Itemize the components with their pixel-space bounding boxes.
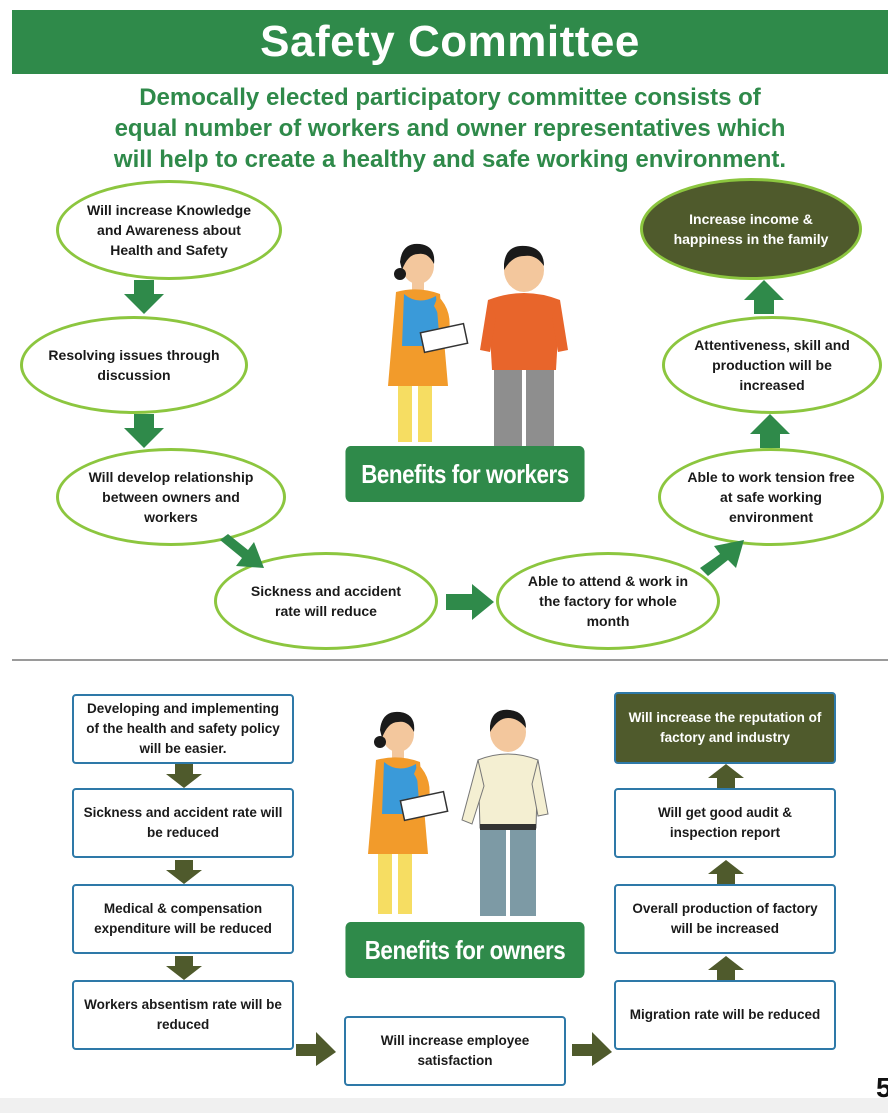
owners-step-absentism: Workers absentism rate will be reduced xyxy=(72,980,294,1050)
up-arrow-icon xyxy=(750,414,790,448)
right-arrow-icon xyxy=(446,584,494,620)
benefits-for-owners-banner: Benefits for owners xyxy=(345,922,585,978)
page-number: 5 xyxy=(876,1072,888,1103)
owners-step-audit: Will get good audit & inspection report xyxy=(614,788,836,858)
down-arrow-icon xyxy=(124,280,164,314)
workers-step-resolving-issues: Resolving issues through discussion xyxy=(20,316,248,414)
up-arrow-icon xyxy=(744,280,784,314)
owners-step-policy: Developing and implementing of the healt… xyxy=(72,694,294,764)
footer-strip xyxy=(0,1098,888,1113)
owners-step-migration: Migration rate will be reduced xyxy=(614,980,836,1050)
subtitle: Democally elected participatory committe… xyxy=(40,82,860,175)
subtitle-line: Democally elected participatory committe… xyxy=(139,84,761,111)
up-arrow-icon xyxy=(708,764,744,788)
up-arrow-icon xyxy=(708,860,744,884)
diagonal-arrow-icon xyxy=(700,540,744,576)
diagonal-arrow-icon xyxy=(220,534,264,568)
workers-step-knowledge: Will increase Knowledge and Awareness ab… xyxy=(56,180,282,280)
owners-step-medical: Medical & compensation expenditure will … xyxy=(72,884,294,954)
subtitle-line: equal number of workers and owner repres… xyxy=(114,115,786,142)
man-illustration xyxy=(480,245,568,448)
workers-step-sickness-reduce: Sickness and accident rate will reduce xyxy=(214,552,438,650)
title-banner: Safety Committee xyxy=(12,10,888,74)
woman-with-clipboard-illustration xyxy=(368,711,449,914)
owners-step-production: Overall production of factory will be in… xyxy=(614,884,836,954)
diagonal-arrow-icon xyxy=(296,1032,336,1066)
down-arrow-icon xyxy=(166,956,202,980)
workers-step-tension-free: Able to work tension free at safe workin… xyxy=(658,448,884,546)
down-arrow-icon xyxy=(124,414,164,448)
diagonal-arrow-icon xyxy=(572,1032,612,1066)
woman-with-clipboard-illustration xyxy=(388,243,469,442)
owners-step-reputation: Will increase the reputation of factory … xyxy=(614,692,836,764)
owners-step-sickness: Sickness and accident rate will be reduc… xyxy=(72,788,294,858)
down-arrow-icon xyxy=(166,764,202,788)
workers-step-attentiveness: Attentiveness, skill and production will… xyxy=(662,316,882,414)
workers-step-attend-work: Able to attend & work in the factory for… xyxy=(496,552,720,650)
benefits-for-workers-banner: Benefits for workers xyxy=(345,446,585,502)
owners-step-employee-satisfaction: Will increase employee satisfaction xyxy=(344,1016,566,1086)
down-arrow-icon xyxy=(166,860,202,884)
up-arrow-icon xyxy=(708,956,744,980)
workers-step-relationship: Will develop relationship between owners… xyxy=(56,448,286,546)
page-title: Safety Committee xyxy=(260,17,640,66)
subtitle-line: will help to create a healthy and safe w… xyxy=(113,146,787,173)
workers-step-income-happiness: Increase income & happiness in the famil… xyxy=(640,178,862,280)
businessman-illustration xyxy=(461,709,549,916)
section-divider xyxy=(12,659,888,661)
